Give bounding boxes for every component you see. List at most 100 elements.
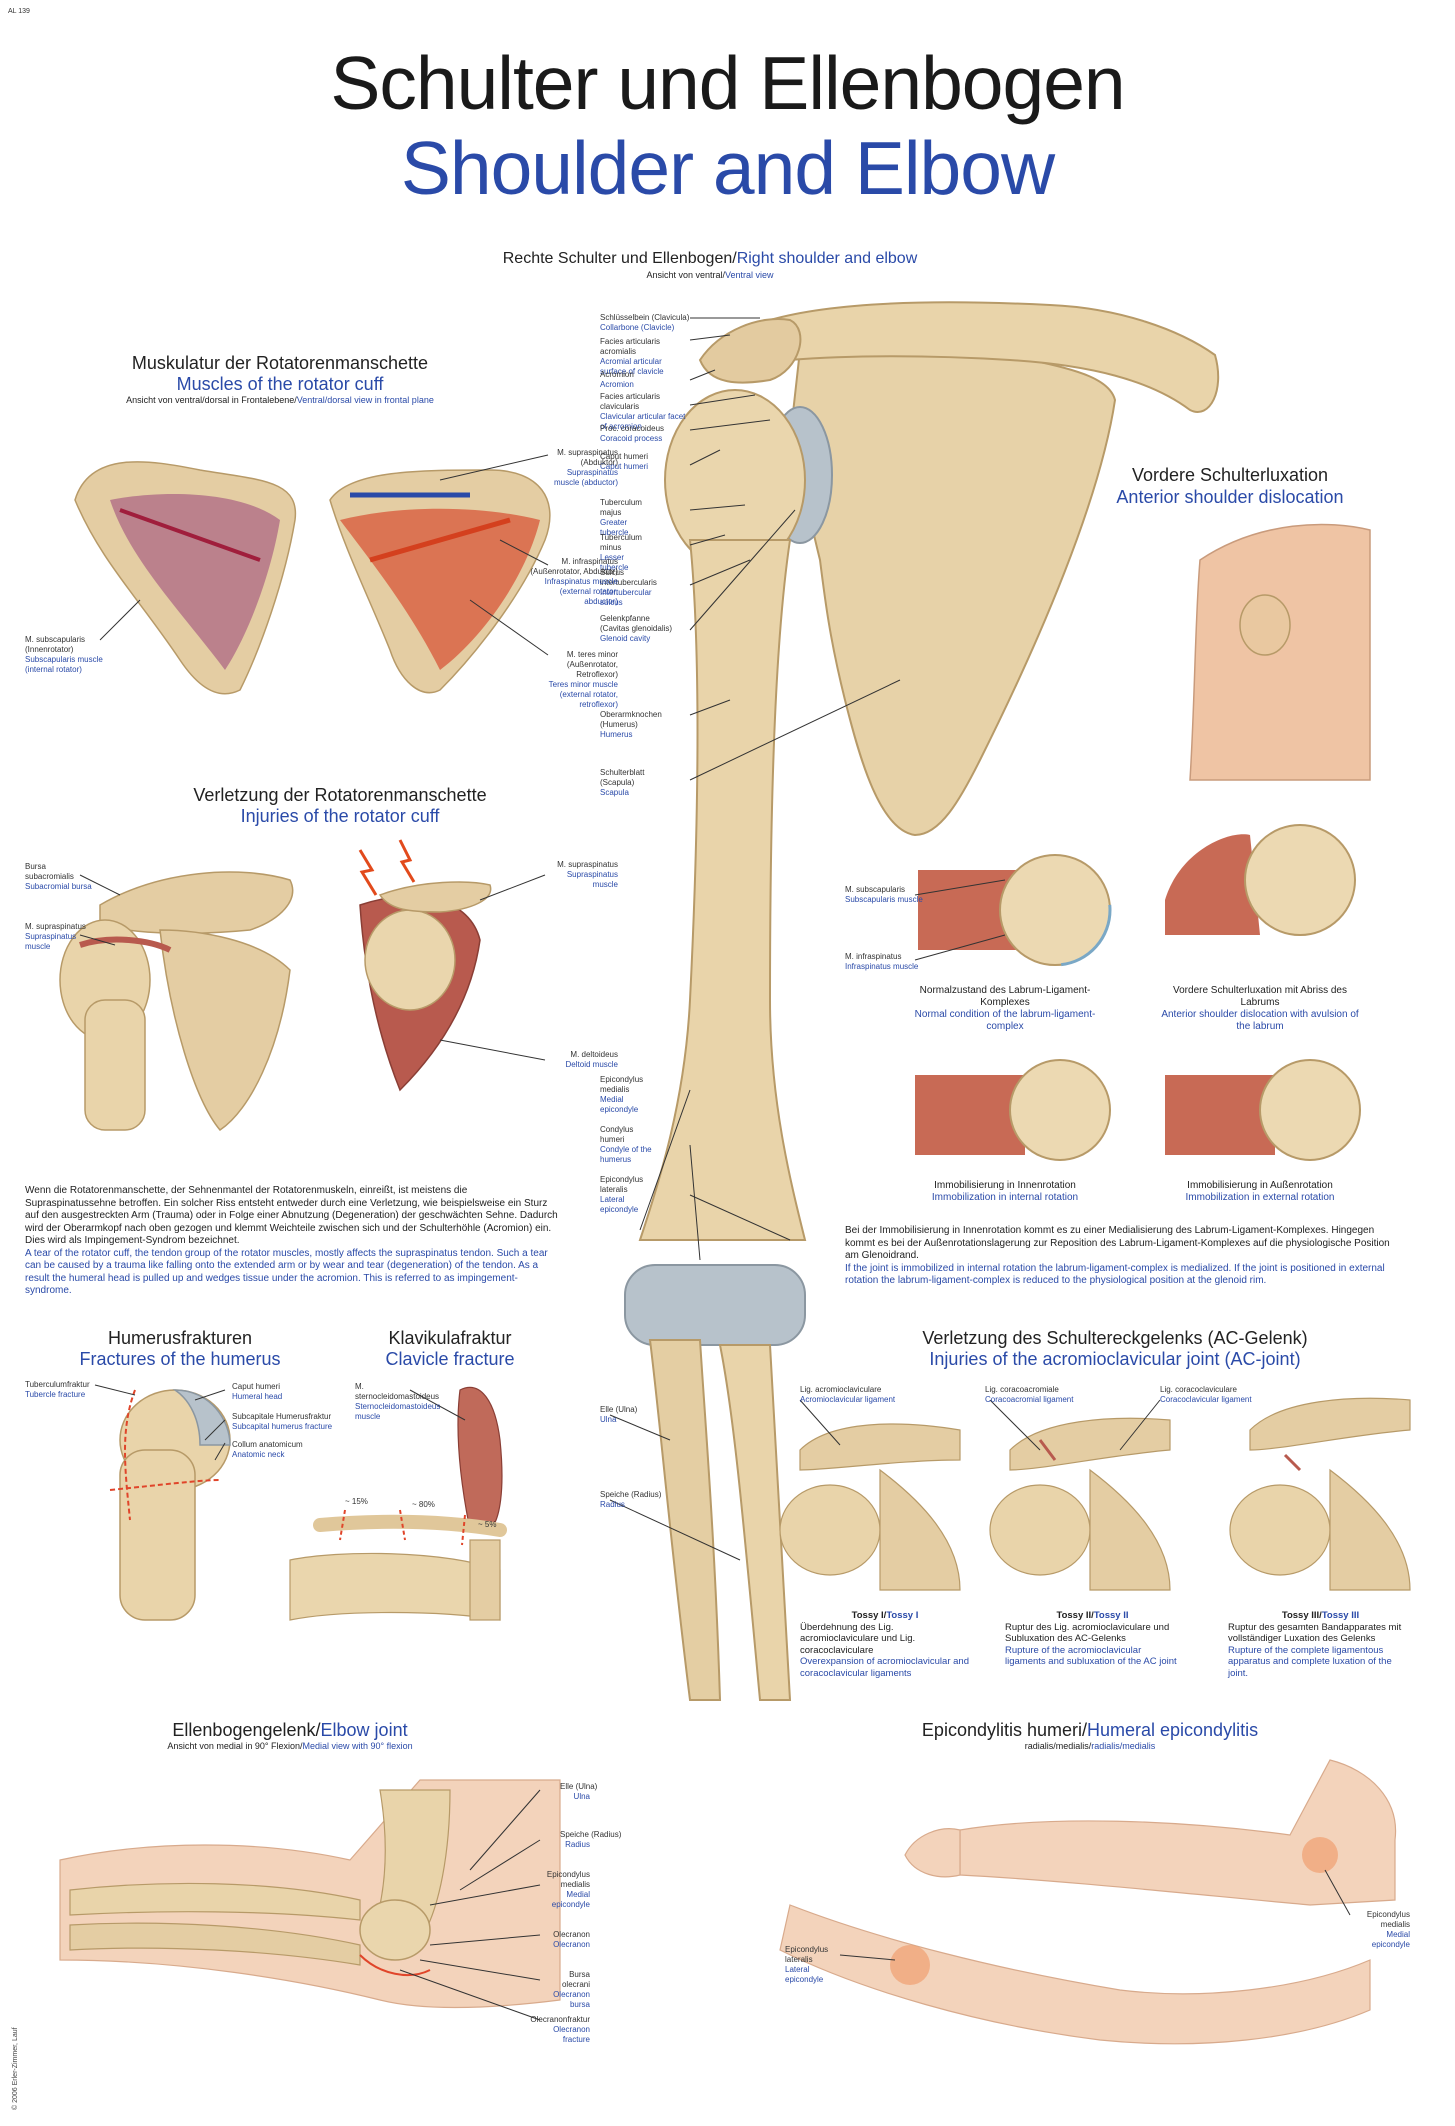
subscapularis-arrow — [119, 508, 261, 562]
rotator-sub-de: Ansicht von ventral/dorsal in Frontalebe… — [126, 395, 297, 405]
ac-title-en: Injuries of the acromioclavicular joint … — [929, 1349, 1301, 1369]
elbow-condyle — [359, 1899, 431, 1961]
infraspinatus-muscle — [340, 508, 540, 670]
elbow-ulna — [69, 1922, 361, 1966]
injury-title-en: Injuries of the rotator cuff — [240, 806, 440, 826]
tossy-de: Überdehnung des Lig. acromioclaviculare … — [800, 1621, 916, 1656]
label-en: Lateral epicondyle — [600, 1195, 639, 1214]
tossy-3-figure — [1229, 1397, 1411, 1591]
pain-icon-2 — [398, 839, 416, 883]
tossy-de: Ruptur des Lig. acromioclaviculare und S… — [1005, 1621, 1170, 1645]
label-teres-minor: M. teres minor (Außenrotator, Retroflexo… — [525, 650, 618, 710]
label-en: Intertubercular sulcus — [600, 588, 652, 607]
tossy-de: Ruptur des gesamten Bandapparates mit vo… — [1228, 1621, 1402, 1645]
dislocation-title-en: Anterior shoulder dislocation — [1116, 487, 1344, 507]
epicond-sub-en: radialis/medialis — [1091, 1741, 1156, 1751]
label-en: Radius — [565, 1840, 590, 1849]
epicond-section-title: Epicondylitis humeri/Humeral epicondylit… — [900, 1720, 1280, 1751]
label-en: Humerus — [600, 730, 633, 739]
injury-text-en: A tear of the rotator cuff, the tendon g… — [25, 1247, 548, 1297]
ac-section-title: Verletzung des Schultereckgelenks (AC-Ge… — [845, 1328, 1385, 1370]
label-de: Bursa subacromialis — [25, 862, 74, 881]
poster-code: AL 139 — [8, 8, 30, 15]
label-ulna: Elle (Ulna)Ulna — [600, 1405, 637, 1425]
acromion-injury-right — [378, 881, 492, 913]
label-elbow-ulna: Elle (Ulna)Ulna — [560, 1782, 597, 1802]
label-en: Supraspinatus muscle (abductor) — [553, 468, 618, 487]
label-supraspinatus: M. supraspinatus (Abduktor)Supraspinatus… — [548, 448, 618, 488]
label-scapula: Schulterblatt (Scapula)Scapula — [600, 768, 660, 798]
main-title: Rechte Schulter und Ellenbogen/Right sho… — [360, 250, 1060, 268]
medial-epicondyle-highlight — [1302, 1837, 1338, 1873]
rotator-title-de: Muskulatur der Rotatorenmanschette — [131, 353, 429, 373]
poster-title-de: Schulter und Ellenbogen — [330, 41, 1125, 125]
label-en: Supraspinatus muscle — [25, 932, 77, 951]
label-de: Speiche (Radius) — [600, 1490, 662, 1499]
caption-dislocated-labrum: Vordere Schulterluxation mit Abriss des … — [1160, 985, 1360, 1033]
acromion-shape — [698, 318, 802, 384]
label-en: Greater tubercle — [600, 518, 629, 537]
label-de: Gelenkpfanne (Cavitas glenoidalis) — [600, 614, 673, 633]
label-de: Condylus humeri — [600, 1125, 634, 1144]
label-en: Olecranon — [553, 1940, 590, 1949]
main-title-de: Rechte Schulter und Ellenbogen/ — [502, 250, 737, 267]
clavicle-fx-title-de: Klavikulafraktur — [388, 1328, 512, 1348]
label-de: Elle (Ulna) — [560, 1782, 598, 1791]
humerus-shaft — [638, 539, 807, 1241]
label-de: Facies articularis acromialis — [600, 337, 661, 356]
elbow-title-en: Elbow joint — [320, 1720, 408, 1740]
tossy-3-text: Tossy III/Tossy III Ruptur des gesamten … — [1228, 1610, 1413, 1679]
tossy-1-figure — [779, 1423, 961, 1591]
label-en: Collarbone (Clavicle) — [600, 323, 675, 332]
label-de: Tuberculum majus — [600, 498, 642, 517]
humerus-fx-section-title: Humerusfrakturen Fractures of the humeru… — [60, 1328, 300, 1370]
label-en: Subscapularis muscle — [845, 895, 923, 904]
tossy-head-en: Tossy III — [1321, 1610, 1360, 1621]
subscapularis-muscle — [110, 494, 280, 670]
label-en: Ulna — [600, 1415, 617, 1424]
fx-line-subcapital — [109, 1479, 221, 1491]
infraspinatus-arrow — [369, 517, 511, 563]
labrum-internal — [915, 1059, 1111, 1161]
hand-upper — [904, 1828, 961, 1878]
label-de: M. infraspinatus (Außenrotator, Abduktor… — [530, 557, 618, 576]
label-de: Olecranonfraktur — [530, 2015, 590, 2024]
label-en: Olecranon fracture — [553, 2025, 590, 2044]
fx-humerus-shaft — [119, 1449, 196, 1621]
pct-medial: ~ 5% — [478, 1520, 497, 1529]
label-en: Subscapularis muscle (internal rotator) — [25, 655, 103, 674]
fx-clav-line-3 — [461, 1514, 466, 1546]
label-de: Bursa olecrani — [561, 1970, 590, 1989]
label-de: Acromion — [600, 370, 634, 379]
label-de: Oberarmknochen (Humerus) — [600, 710, 662, 729]
label-en: Acromial articular surface of clavicle — [600, 357, 664, 376]
label-en: Lesser tubercle — [600, 553, 629, 572]
label-de: Elle (Ulna) — [600, 1405, 638, 1414]
label-en: Anatomic neck — [232, 1450, 285, 1459]
label-de: Epicondylus medialis — [600, 1075, 644, 1094]
epicond-title-en: Humeral epicondylitis — [1087, 1720, 1259, 1740]
label-en: Condyle of the humerus — [600, 1145, 652, 1164]
label-de: Speiche (Radius) — [560, 1830, 622, 1839]
label-de: M. sternocleidomastoideus — [355, 1382, 440, 1401]
caption-en: Immobilization in internal rotation — [931, 1192, 1079, 1203]
fx-clav-line-2 — [399, 1509, 406, 1541]
label-en: Sternocleidomastoideus muscle — [355, 1402, 441, 1421]
label-en: Teres minor muscle (external rotator, re… — [548, 680, 618, 709]
